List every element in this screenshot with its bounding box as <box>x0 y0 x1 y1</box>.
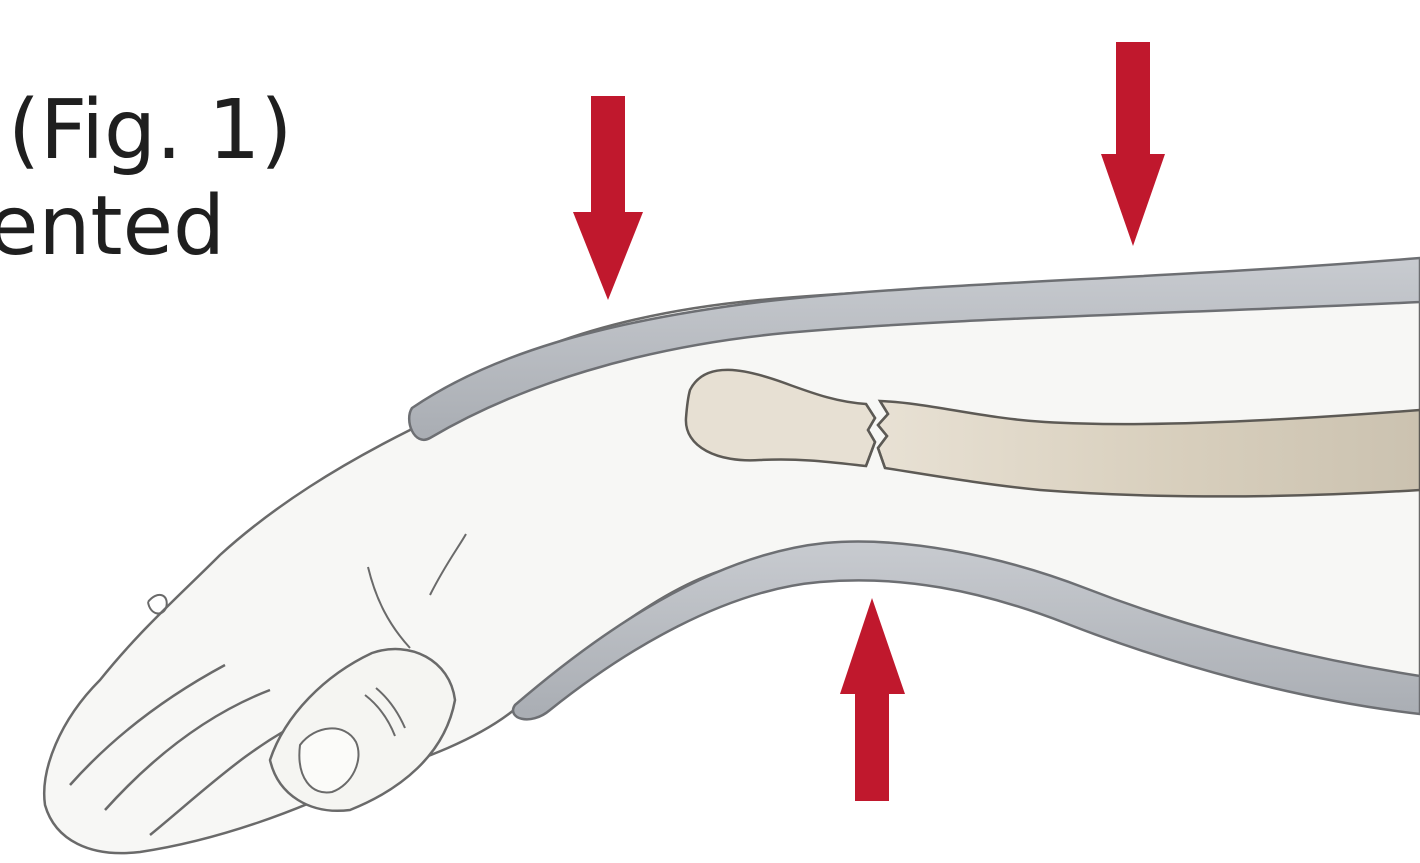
finger-knuckle <box>148 595 167 614</box>
forearm-outline <box>44 272 1420 853</box>
force-arrow-upper-left <box>573 96 643 300</box>
force-arrow-upper-right <box>1101 42 1165 246</box>
force-arrow-lower-center <box>840 598 905 801</box>
